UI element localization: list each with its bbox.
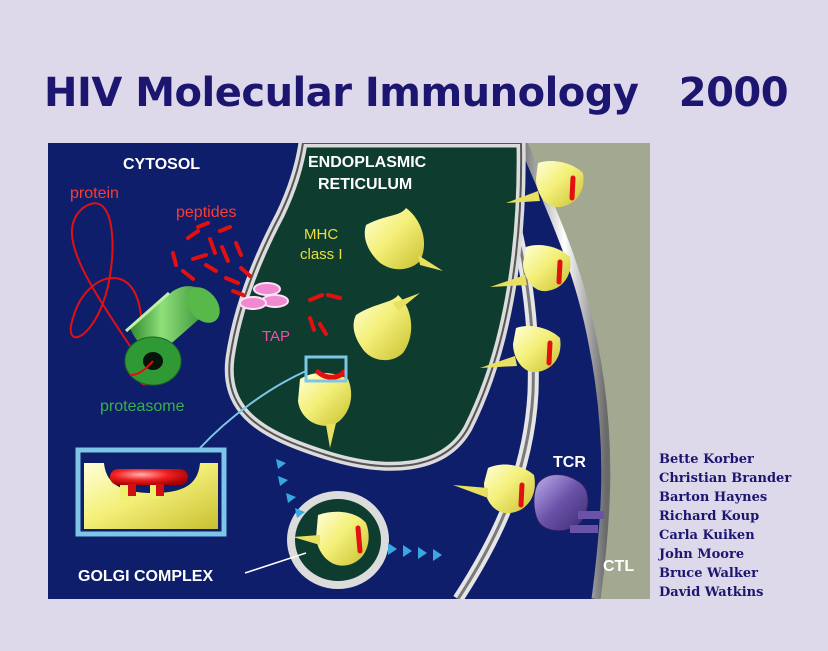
zoom-box xyxy=(304,355,348,383)
author: Christian Brander xyxy=(659,471,792,486)
mhc-class-i-golgi xyxy=(293,511,369,566)
author: Richard Koup xyxy=(659,509,760,524)
label-er-line2: RETICULUM xyxy=(318,176,412,193)
page-title: HIV Molecular Immunology 2000 xyxy=(44,70,789,116)
peptide-fragments xyxy=(171,221,342,336)
er-membrane-shade xyxy=(228,143,523,468)
label-mhc-line1: MHC xyxy=(304,226,338,243)
label-peptides: peptides xyxy=(176,204,237,221)
label-ctl: CTL xyxy=(603,558,634,575)
label-golgi: GOLGI COMPLEX xyxy=(78,568,213,585)
mhc-class-i-er-loaded xyxy=(298,369,352,448)
zoom-inset xyxy=(75,447,227,537)
surface-mhc-1 xyxy=(506,161,584,208)
surface-mhc-2 xyxy=(490,245,571,292)
label-mhc-line2: class I xyxy=(300,246,343,263)
author: Carla Kuiken xyxy=(659,528,755,543)
author-list: Bette Korber Christian Brander Barton Ha… xyxy=(659,450,791,602)
ctl-cell xyxy=(523,143,650,599)
label-cytosol: CYTOSOL xyxy=(123,156,200,173)
golgi-leader-line xyxy=(244,552,307,574)
zoom-connector xyxy=(199,370,307,449)
transport-arrows xyxy=(276,459,442,561)
label-protein: protein xyxy=(70,185,119,202)
author: David Watkins xyxy=(659,585,764,600)
label-tcr: TCR xyxy=(553,454,586,471)
proteasome-icon xyxy=(124,286,220,386)
label-er-line1: ENDOPLASMIC xyxy=(308,154,427,171)
label-tap: TAP xyxy=(262,328,290,345)
mhc-class-i-er-2 xyxy=(353,293,420,361)
author: John Moore xyxy=(659,547,745,562)
antigen-processing-diagram: CYTOSOL ENDOPLASMIC RETICULUM protein pe… xyxy=(48,143,650,599)
surface-mhc-tcr-bound xyxy=(453,464,535,514)
author: Bette Korber xyxy=(659,452,754,467)
author: Bruce Walker xyxy=(659,566,758,581)
surface-mhc-3 xyxy=(480,326,561,373)
diagram-canvas: CYTOSOL ENDOPLASMIC RETICULUM protein pe… xyxy=(48,143,650,599)
mhc-class-i-er-1 xyxy=(364,208,443,271)
author: Barton Haynes xyxy=(659,490,768,505)
tap-transporter-icon xyxy=(239,282,289,310)
tcr-receptor-icon xyxy=(533,474,604,533)
label-proteasome: proteasome xyxy=(100,398,185,415)
